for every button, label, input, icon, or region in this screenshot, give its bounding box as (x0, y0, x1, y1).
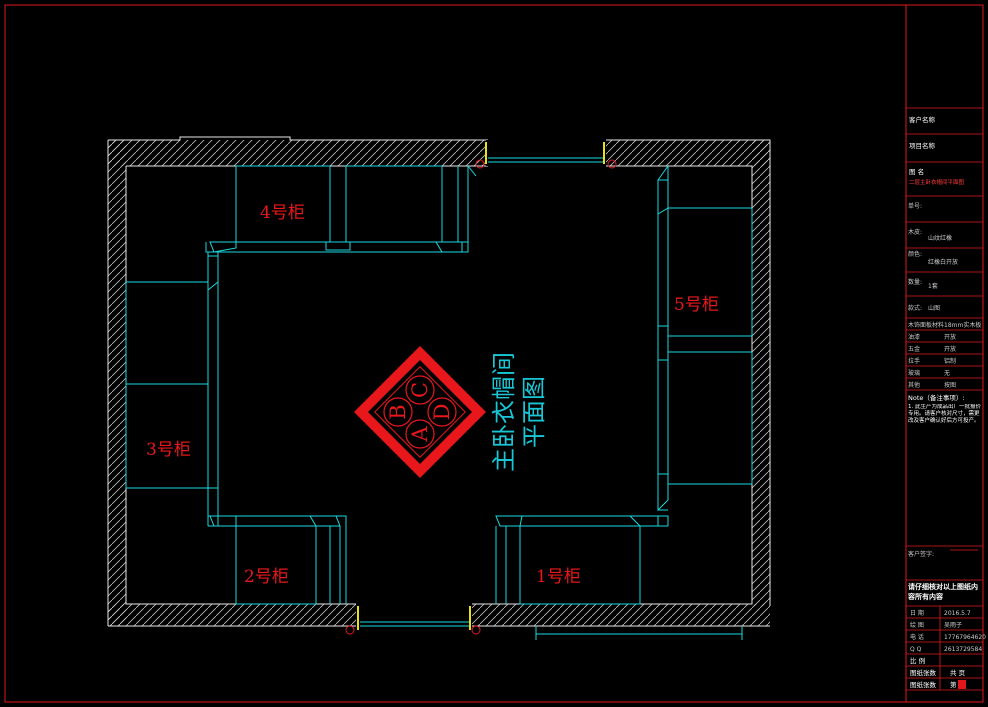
cabinet-1 (495, 515, 669, 605)
wall-left (108, 140, 126, 626)
cabinet-3 (125, 251, 237, 527)
abcd-emblem: A B C D (354, 346, 486, 478)
title-block: 客户名称 项目名称 图 名 二层主卧衣帽间平面图 单号: 木皮: 山纹红橡 颜色… (906, 107, 986, 691)
tb-material-value: 山纹红橡 (928, 234, 952, 242)
emblem-letter-d: D (430, 404, 454, 421)
cabinet-2 (214, 515, 347, 605)
tb-spec-row-5: 其他 (908, 381, 920, 389)
tb-style-value: 山图 (928, 304, 940, 312)
tb-date-value: 2016.5.7 (944, 610, 971, 617)
cabinet-label-5: 5号柜 (674, 295, 719, 315)
tb-spec-value-0: 18mm实木板 (944, 321, 981, 329)
tb-spec-value-3: 铝制 (944, 357, 956, 365)
tb-client-signature-label: 客户签字: (908, 550, 934, 558)
wall-top-right (606, 140, 770, 166)
wall-right (752, 140, 770, 606)
cabinet-label-4: 4号柜 (260, 203, 305, 223)
tb-material-label: 木皮: (908, 228, 922, 236)
tb-spec-row-0: 木饰面板材料 (908, 321, 944, 329)
cabinet-5 (657, 165, 753, 512)
tb-qq-value: 2613729584 (944, 646, 982, 653)
wall-bottom-left (108, 604, 356, 626)
top-door (475, 140, 617, 169)
tb-total-pages-value: 共 页 (950, 668, 966, 677)
cabinet-4 (205, 165, 477, 253)
tb-spec-row-3: 拉手 (908, 357, 920, 365)
tb-confirm-text: 请仔细核对以上图纸内容所有内容 (908, 583, 978, 601)
tb-spec-row-1: 油漆 (908, 333, 920, 341)
plan-title-line-1: 主卧衣帽间 (490, 352, 518, 472)
tb-order-no-label: 单号: (908, 202, 922, 210)
tb-notes-label: Note（备注事项）: (908, 393, 965, 402)
tb-color-label: 颜色: (908, 250, 922, 258)
cabinet-label-2: 2号柜 (244, 567, 289, 587)
bottom-door (345, 602, 481, 635)
plan-title: 主卧衣帽间 平面图 (490, 352, 548, 472)
tb-spec-row-4: 玻璃 (908, 369, 920, 377)
tb-total-pages-label: 图纸张数 (910, 668, 937, 677)
tb-project-name-label: 项目名称 (909, 141, 936, 150)
tb-quantity-value: 1套 (928, 282, 938, 290)
emblem-letter-a: A (408, 426, 432, 443)
tb-drawn-label: 绘 图 (910, 621, 924, 629)
tb-page-no-value: 第 页 (950, 680, 966, 689)
tb-style-label: 款式: (908, 304, 922, 312)
tb-quantity-label: 数量: (908, 278, 922, 286)
cabinet-label-1: 1号柜 (536, 567, 581, 587)
tb-page-number-box (958, 680, 966, 689)
tb-color-value: 红橡白开放 (928, 258, 958, 266)
tb-qq-label: Q Q (910, 646, 922, 653)
tb-notes-text: 1. 此生产为成品出厂一批报价专用。请客户核对尺寸，需更改及客户确认好后方可投产… (908, 404, 981, 424)
tb-spec-row-2: 五金 (908, 345, 920, 353)
wall-bottom-right (472, 604, 770, 626)
plan-title-line-2: 平面图 (520, 376, 548, 448)
tb-client-name-label: 客户名称 (909, 115, 936, 124)
wall-top-left (108, 140, 488, 166)
floor-plan: 4号柜 5号柜 3号柜 2号柜 1号柜 A B C D 主卧衣帽间 平面图 (107, 136, 771, 640)
tb-scale-label: 比 例 (910, 656, 925, 665)
tb-drawn-value: 吴雨子 (944, 622, 962, 629)
emblem-letter-c: C (408, 382, 432, 398)
tb-phone-label: 电 话 (910, 633, 924, 641)
tb-spec-value-5: 按图 (944, 381, 956, 389)
cabinet-label-3: 3号柜 (146, 440, 191, 460)
tb-spec-value-1: 开放 (944, 333, 956, 341)
tb-phone-value: 17767964620 (944, 634, 986, 641)
tb-drawing-name-label: 图 名 (909, 167, 924, 176)
emblem-letter-b: B (386, 404, 410, 419)
tb-spec-value-4: 无 (944, 370, 950, 377)
tb-drawing-name-value: 二层主卧衣帽间平面图 (909, 178, 965, 186)
drawing-frame (4, 4, 984, 703)
tb-page-no-label: 图纸张数 (910, 680, 937, 689)
tb-date-label: 日 期 (910, 609, 924, 617)
tb-spec-value-2: 开放 (944, 345, 956, 353)
